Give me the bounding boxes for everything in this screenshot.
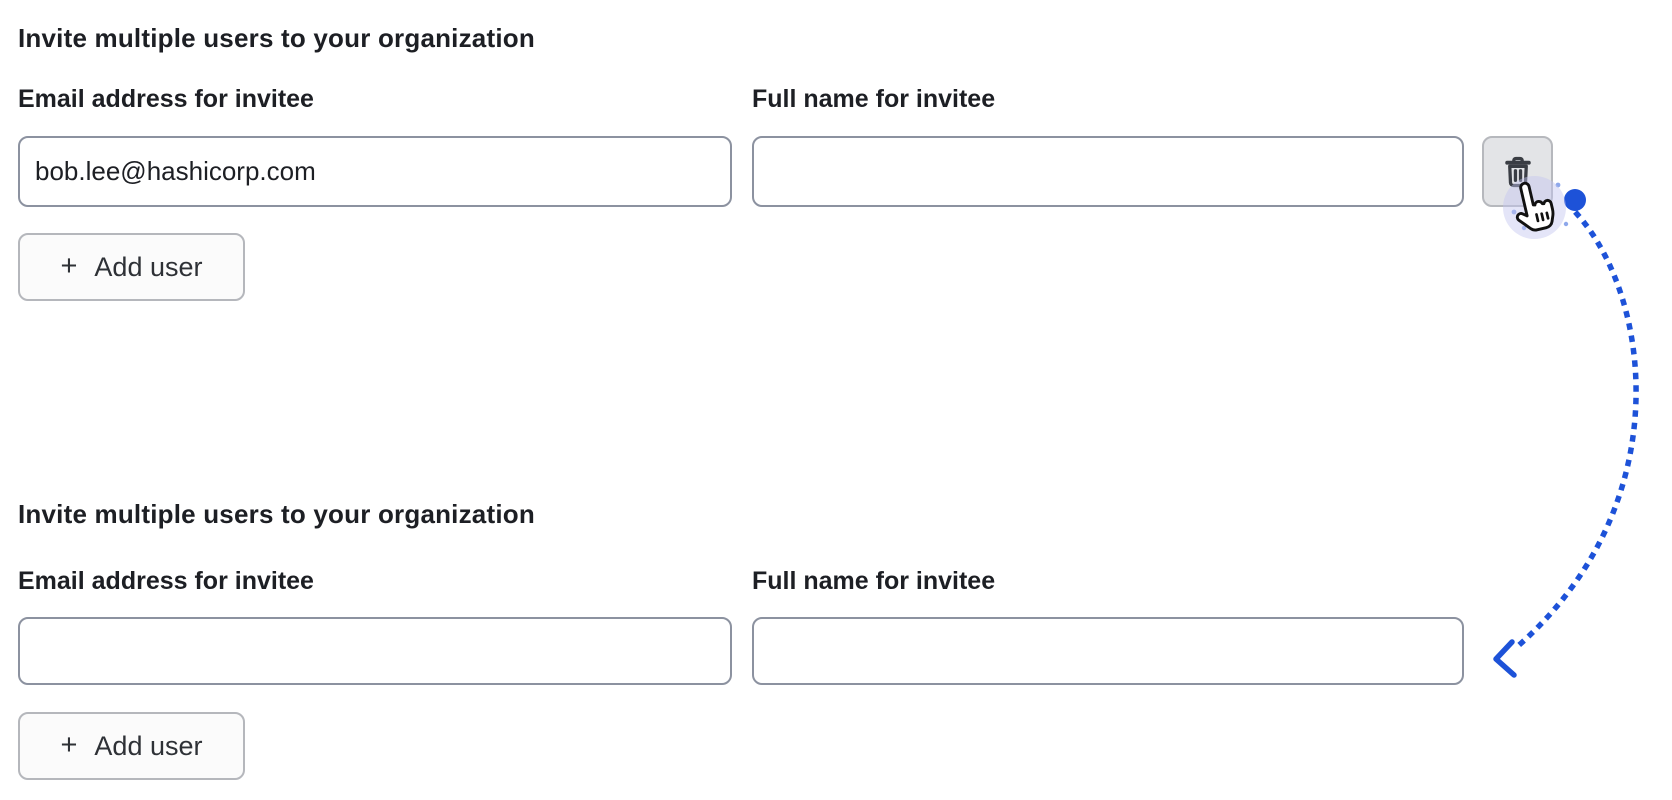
plus-icon: + [60, 249, 78, 282]
full-name-input[interactable] [752, 136, 1464, 207]
section-heading: Invite multiple users to your organizati… [18, 23, 535, 53]
add-user-button[interactable]: + Add user [18, 712, 245, 780]
email-label: Email address for invitee [18, 567, 314, 595]
email-label: Email address for invitee [18, 85, 314, 113]
email-input[interactable] [18, 136, 732, 207]
flow-start-dot [1564, 189, 1586, 211]
delete-row-button[interactable] [1482, 136, 1553, 207]
add-user-label: Add user [94, 730, 203, 761]
plus-icon: + [60, 728, 78, 761]
full-name-label: Full name for invitee [752, 85, 996, 113]
full-name-input[interactable] [752, 617, 1464, 685]
add-user-button[interactable]: + Add user [18, 233, 245, 301]
email-input[interactable] [18, 617, 732, 685]
trash-icon [1504, 156, 1531, 187]
arrowhead [1493, 639, 1517, 678]
add-user-label: Add user [94, 251, 203, 282]
dotted-arrow-path [1514, 210, 1639, 650]
section-heading: Invite multiple users to your organizati… [18, 499, 535, 529]
full-name-label: Full name for invitee [752, 567, 996, 595]
